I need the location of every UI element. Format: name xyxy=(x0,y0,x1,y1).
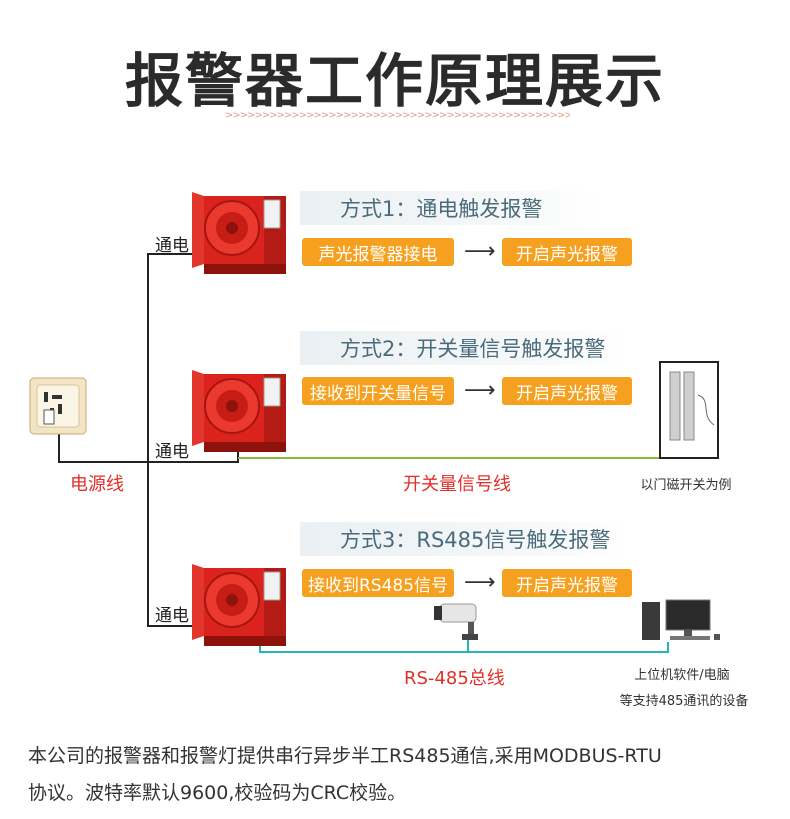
footer-note: 本公司的报警器和报警灯提供串行异步半工RS485通信,采用MODBUS-RTU … xyxy=(28,738,768,812)
mode-1-box-result: 开启声光报警 xyxy=(502,238,632,266)
computer-caption-1: 上位机软件/电脑 xyxy=(634,668,730,683)
camera-icon xyxy=(434,603,478,640)
mode-1-header: 方式1：通电触发报警 xyxy=(300,191,600,225)
mode-1-box-trigger: 声光报警器接电 xyxy=(302,238,454,266)
mode-3-box-result: 开启声光报警 xyxy=(502,569,632,597)
footer-line-1: 本公司的报警器和报警灯提供串行异步半工RS485通信,采用MODBUS-RTU xyxy=(28,745,662,767)
title-divider: >>>>>>>>>>>>>>>>>>>>>>>>>>>>>>>>>>>>>>>>… xyxy=(225,110,570,121)
computer-icon xyxy=(642,599,720,640)
mode-2-box-trigger: 接收到开关量信号 xyxy=(302,377,454,405)
rs485-bus-line xyxy=(259,640,669,653)
power-line-label: 电源线 xyxy=(70,474,124,495)
signal-line-label: 开关量信号线 xyxy=(403,474,511,495)
mode-2-arrow: ⟶ xyxy=(464,378,496,403)
computer-caption-2: 等支持485通讯的设备 xyxy=(619,694,749,709)
mode-3-arrow: ⟶ xyxy=(464,570,496,595)
mode-2-title: 方式2：开关量信号触发报警 xyxy=(340,337,606,361)
bus-label: RS-485总线 xyxy=(404,668,505,689)
mode-3-title: 方式3：RS485信号触发报警 xyxy=(340,528,611,552)
door-switch-caption: 以门磁开关为例 xyxy=(640,478,732,493)
mode-1-title: 方式1：通电触发报警 xyxy=(340,197,543,221)
door-magnet-switch-icon xyxy=(659,361,719,459)
wall-socket-icon xyxy=(29,377,87,435)
mode-1-arrow: ⟶ xyxy=(464,239,496,264)
mode-2-header: 方式2：开关量信号触发报警 xyxy=(300,331,630,365)
siren-icon-3 xyxy=(192,564,286,646)
power-label-1: 通电 xyxy=(155,236,189,256)
power-label-2: 通电 xyxy=(155,442,189,462)
signal-line xyxy=(238,446,687,459)
power-label-3: 通电 xyxy=(155,606,189,626)
siren-icon-1 xyxy=(192,192,286,274)
mode-3-box-trigger: 接收到RS485信号 xyxy=(302,569,454,597)
mode-2-box-result: 开启声光报警 xyxy=(502,377,632,405)
mode-3-header: 方式3：RS485信号触发报警 xyxy=(300,522,630,556)
footer-line-2: 协议。波特率默认9600,校验码为CRC校验。 xyxy=(28,782,407,804)
siren-icon-2 xyxy=(192,370,286,452)
page-title: 报警器工作原理展示 xyxy=(124,47,665,115)
